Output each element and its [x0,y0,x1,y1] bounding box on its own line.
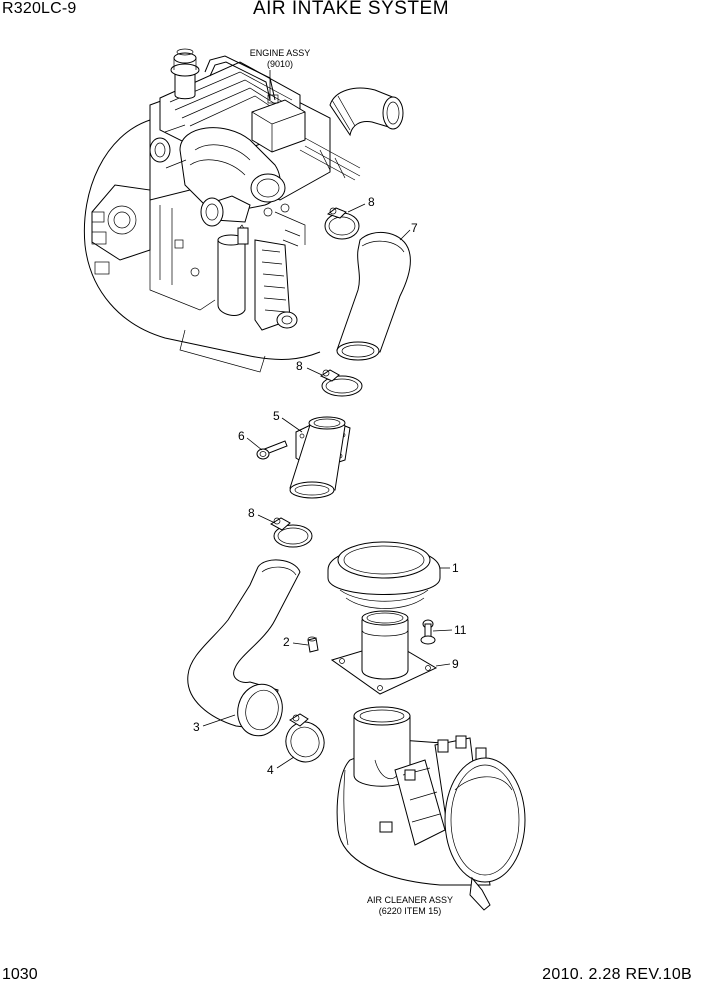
part-9-outlet-flange [330,610,438,695]
part-5-flange-adapter [289,416,351,499]
revision-date: 2010. 2.28 REV.10B [542,966,692,983]
page-number: 1030 [2,966,38,983]
part-2-fitting [307,636,319,653]
callout-3: 3 [193,720,200,734]
callout-1: 1 [452,561,459,575]
part-8-hose-clamp-lower [269,517,313,548]
part-8-hose-clamp-middle [319,369,363,397]
part-3-intake-hose-lower [187,559,301,737]
air-cleaner-assembly [336,706,526,911]
model-code: R320LC-9 [2,0,77,17]
part-7-intake-hose-upper [336,231,411,361]
callout-5: 5 [273,409,280,423]
part-8-hose-clamp-upper [324,207,360,240]
part-6-bolt [256,440,288,460]
part-11-bolt [420,619,436,645]
callout-2: 2 [283,635,290,649]
callout-8-middle: 8 [296,359,303,373]
engine-assembly [83,48,404,373]
air-cleaner-assy-ref: (6220 ITEM 15) [379,906,442,916]
callout-4: 4 [267,763,274,777]
callout-9: 9 [452,657,459,671]
callout-7: 7 [411,221,418,235]
callout-8-upper: 8 [368,195,375,209]
part-4-hose-clamp [285,713,325,763]
page-title: AIR INTAKE SYSTEM [252,0,450,19]
air-cleaner-assy-label: AIR CLEANER ASSY [367,895,453,905]
part-1-cleaner-cap [327,541,441,609]
engine-assy-ref: (9010) [267,59,293,69]
leader-lines [202,70,453,769]
callout-8-lower: 8 [248,506,255,520]
engine-assy-label: ENGINE ASSY [250,48,311,58]
callout-11: 11 [454,623,467,637]
callout-6: 6 [238,429,245,443]
